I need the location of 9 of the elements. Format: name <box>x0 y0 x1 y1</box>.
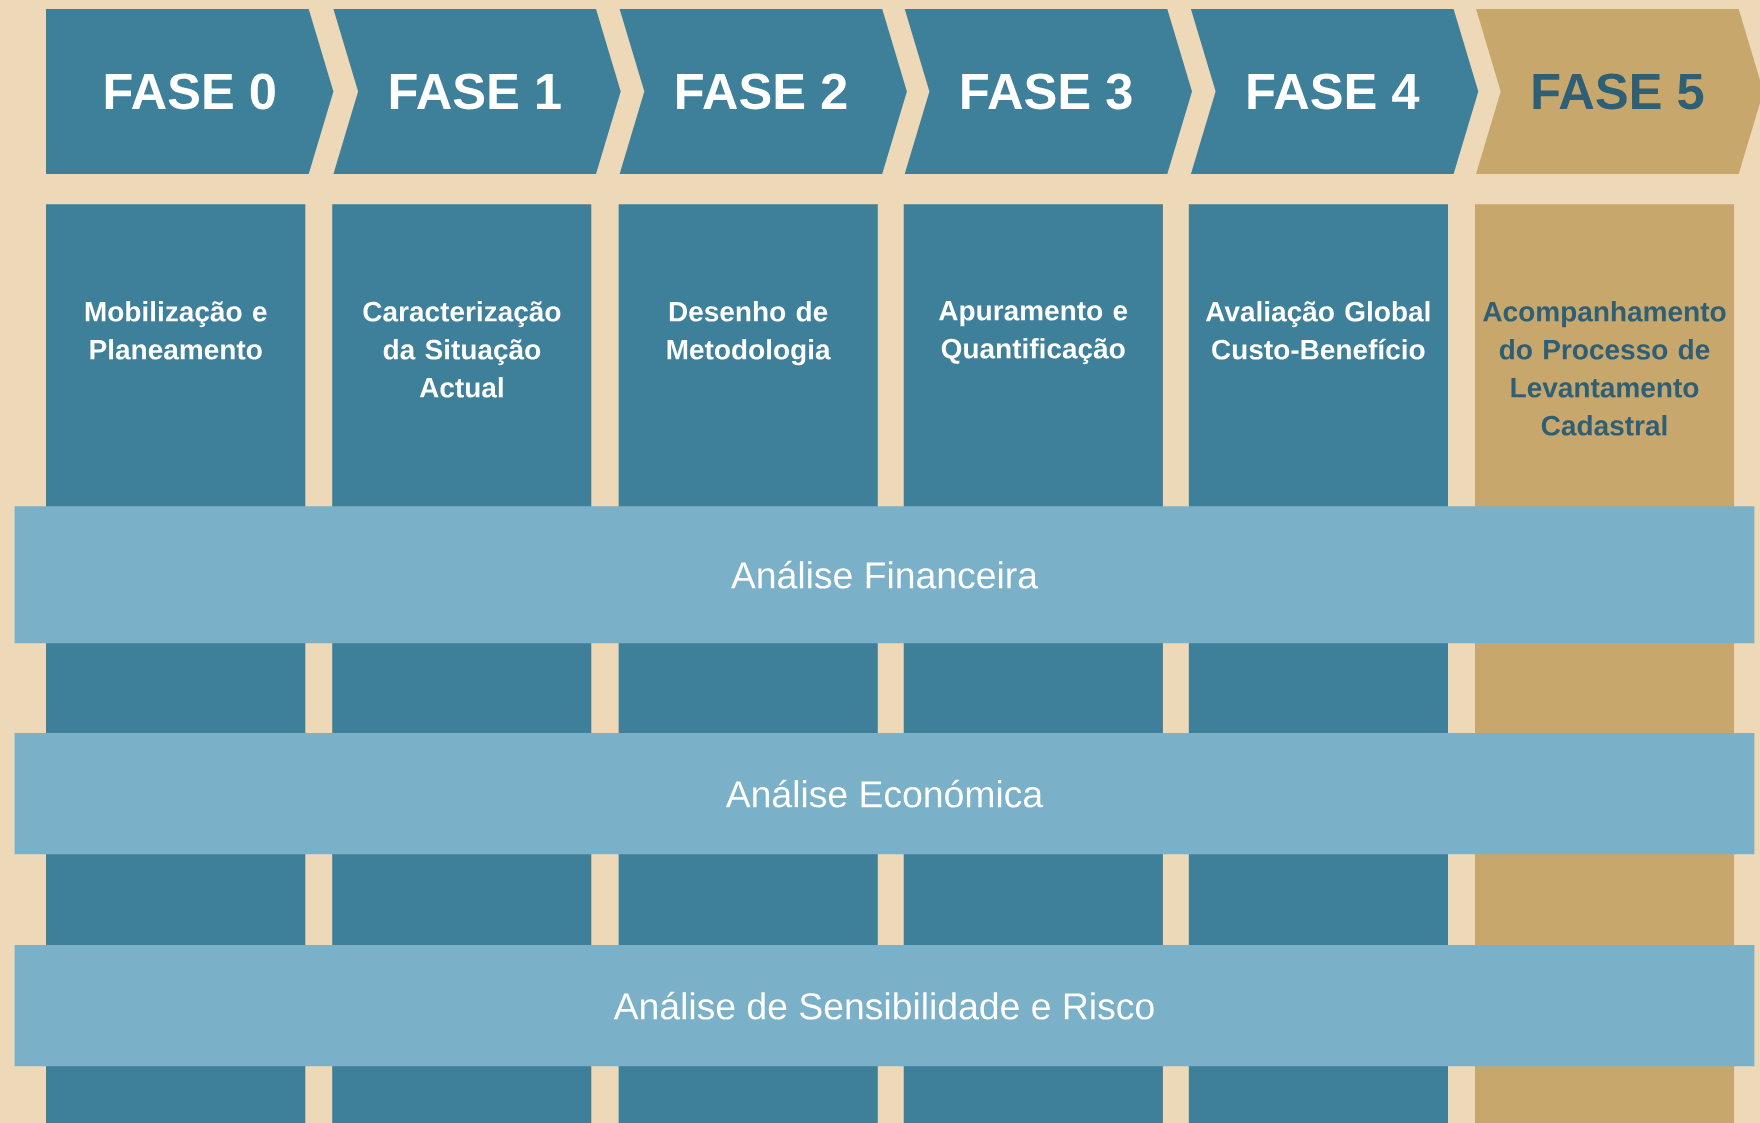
analysis-band: Análise Económica <box>14 733 1755 855</box>
phase-header: FASE 3 <box>904 9 1192 174</box>
phase-header: FASE 4 <box>1190 9 1479 174</box>
phase-header: FASE 0 <box>46 9 334 174</box>
phase-header: FASE 5 <box>1476 9 1760 174</box>
analysis-band: Análise Financeira <box>14 506 1755 644</box>
phase-header: FASE 1 <box>333 9 621 174</box>
analysis-band: Análise de Sensibilidade e Risco <box>14 945 1755 1067</box>
phase-header: FASE 2 <box>619 9 907 174</box>
